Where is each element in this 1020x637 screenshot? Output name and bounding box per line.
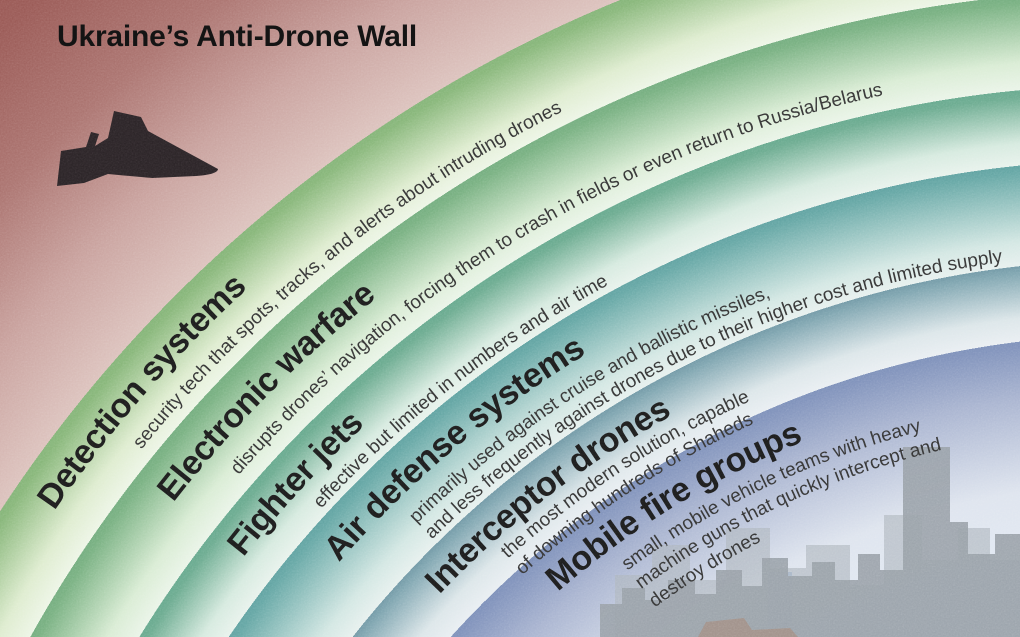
band-title-detection-systems: Detection systems — [30, 266, 254, 515]
svg-text:Detection systems: Detection systems — [30, 266, 253, 515]
shahed-drone-icon — [57, 111, 218, 186]
page-title: Ukraine’s Anti-Drone Wall — [57, 20, 418, 53]
